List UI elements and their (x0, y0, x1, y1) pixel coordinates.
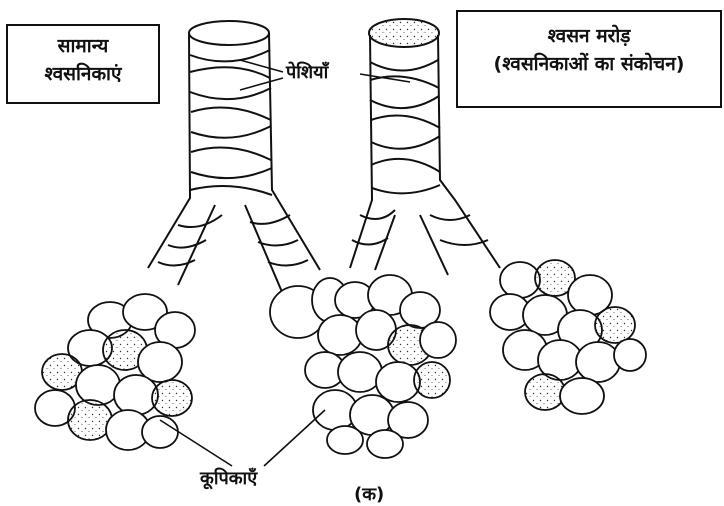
normal-box-line1: सामान्य (8, 32, 158, 60)
figure-label: (क) (354, 482, 384, 506)
normal-box-line2: श्वसनिकाएं (8, 60, 158, 88)
constricted-tube-opening (369, 19, 439, 47)
alveoli-label: कूपिकाएँ (200, 466, 257, 490)
constricted-box-line2: (श्वसनिकाओं का संकोचन) (458, 50, 720, 78)
muscles-label: पेशियाँ (286, 60, 328, 84)
alveoli-cluster-right (490, 260, 646, 414)
constricted-bronchioles-box: श्वसन मरोड़ (श्वसनिकाओं का संकोचन) (456, 10, 722, 108)
normal-bronchioles-box: सामान्य श्वसनिकाएं (6, 24, 160, 104)
normal-tube-opening (189, 21, 269, 45)
muscle-leader-left-2 (240, 78, 283, 90)
alveoli-leader-right (264, 410, 325, 466)
muscle-leader-right (360, 74, 410, 82)
constricted-box-line1: श्वसन मरोड़ (458, 22, 720, 50)
